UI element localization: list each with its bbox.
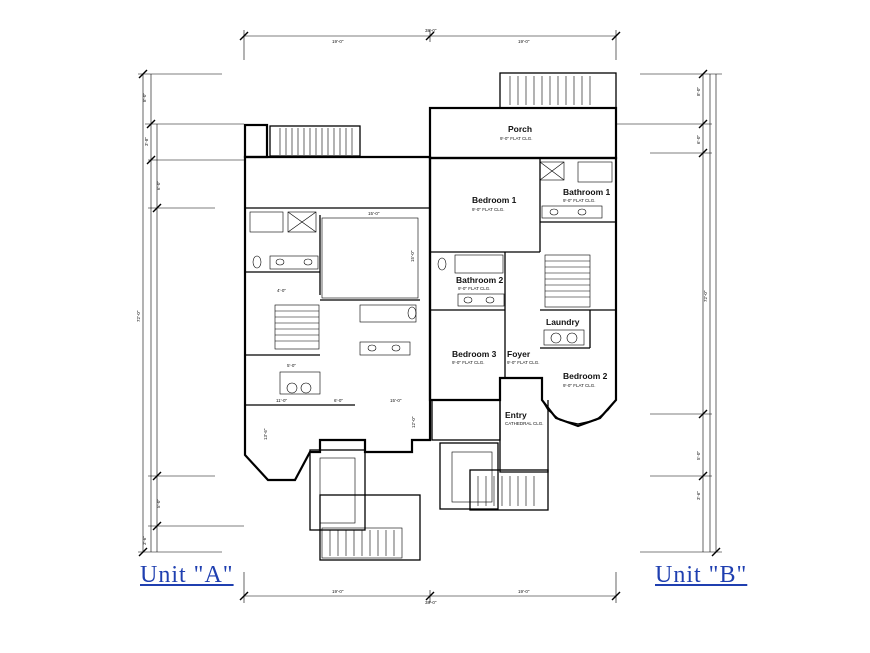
unit-a-left: 13'-6" [263,428,268,440]
dim-right-overall: 72'-0" [703,290,708,302]
dim-right-seg1: 8'-0" [696,87,701,96]
top-dimension-line: 38'-0" 19'-0" 19'-0" [239,28,621,60]
bathroom1-ceiling: 9'-0" FLAT CLG. [563,198,596,203]
porch-label: Porch [508,124,532,134]
dim-left-seg1: 8'-0" [142,93,147,102]
porch-ceiling: 9'-0" FLAT CLG. [500,136,533,141]
unit-a-rear-stair [279,128,353,155]
unit-a-center: 6'-0" [334,398,343,403]
unit-a-depth: 12'-0" [411,416,416,428]
dim-left-seg4: 5'-0" [156,499,161,508]
bathroom1-label: Bathroom 1 [563,187,611,197]
dim-left-seg2: 3'-8" [144,137,149,146]
unit-b-front-stair [477,476,535,506]
bedroom1-ceiling: 9'-0" FLAT CLG. [472,207,505,212]
bedroom3-ceiling: 9'-0" FLAT CLG. [452,360,485,365]
unit-a-room-width: 15'-0" [368,211,380,216]
unit-a-hall: 5'-0" [287,363,296,368]
dim-top-left: 19'-0" [332,39,344,44]
left-dimension-lines: 8'-0" 3'-8" 6'-0" 72'-0" 5'-0" 3'-6" [136,69,244,557]
bottom-dimension-line: 19'-0" 19'-0" 38'-0" [239,572,621,605]
bedroom2-label: Bedroom 2 [563,371,608,381]
unit-a-closet: 4'-0" [277,288,286,293]
foyer-label: Foyer [507,349,531,359]
dim-left-overall: 72'-0" [136,310,141,322]
right-dimension-lines: 8'-0" 6'-0" 72'-0" 5'-0" 3'-6" [616,69,722,557]
foyer-ceiling: 9'-0" FLAT CLG. [507,360,540,365]
dim-top-overall: 38'-0" [425,28,437,33]
dim-left-seg5: 3'-6" [142,536,147,545]
entry-label: Entry [505,410,527,420]
bedroom2-ceiling: 9'-0" FLAT CLG. [563,383,596,388]
dim-right-seg3: 5'-0" [696,451,701,460]
dim-bottom-overall: 38'-0" [425,600,437,605]
unit-a-stair: 15'-0" [390,398,402,403]
unit-a-bay: 11'-0" [276,398,288,403]
bedroom3-label: Bedroom 3 [452,349,497,359]
unit-b-title[interactable]: Unit "B" [655,562,748,588]
unit-a-interior-stair [275,310,319,342]
bathroom2-ceiling: 9'-0" FLAT CLG. [458,286,491,291]
dim-top-right: 19'-0" [518,39,530,44]
unit-b-plan: Porch 9'-0" FLAT CLG. Bedroom 1 9'-0" FL… [428,72,618,511]
unit-b-rear-stair [509,76,591,105]
unit-a-front-stair [329,530,395,556]
dim-bottom-right: 19'-0" [518,589,530,594]
laundry-label: Laundry [546,317,580,327]
dim-right-seg2: 6'-0" [696,135,701,144]
bathroom2-label: Bathroom 2 [456,275,504,285]
dim-left-seg3: 6'-0" [156,181,161,190]
entry-ceiling: CATHEDRAL CLG. [505,421,544,426]
dim-right-seg4: 3'-6" [696,491,701,500]
unit-b-interior-stair [545,260,590,298]
unit-a-plan: 15'-0" 15'-0" 4'-0" 5 [243,123,432,561]
bedroom1-label: Bedroom 1 [472,195,517,205]
unit-a-room-depth: 15'-0" [410,250,415,262]
dim-bottom-left: 19'-0" [332,589,344,594]
unit-a-title[interactable]: Unit "A" [140,562,234,588]
